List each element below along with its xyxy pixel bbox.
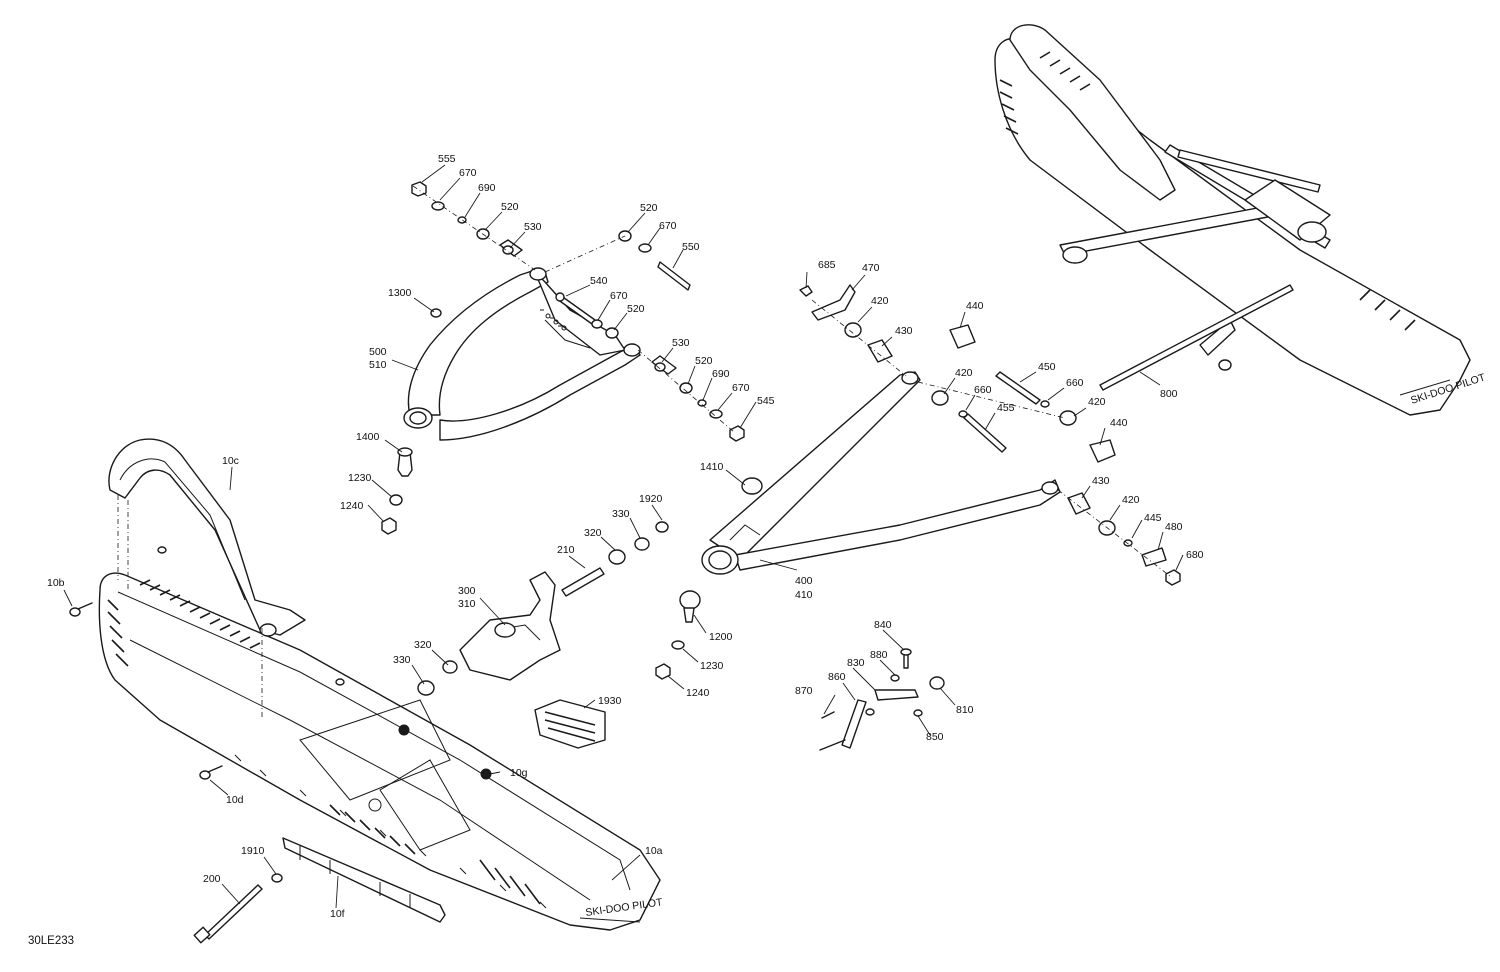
callout-1240: 1240 xyxy=(340,500,364,512)
callout-10f: 10f xyxy=(330,908,345,920)
callout-1910: 1910 xyxy=(241,845,265,857)
callout-1200: 1200 xyxy=(709,631,733,643)
callout-300: 300 xyxy=(458,585,476,597)
callout-550: 550 xyxy=(682,241,700,253)
callout-520: 520 xyxy=(695,355,713,367)
callout-400: 400 xyxy=(795,575,813,587)
callout-520: 520 xyxy=(501,201,519,213)
callout-1410: 1410 xyxy=(700,461,724,473)
callout-690: 690 xyxy=(478,182,496,194)
callout-420: 420 xyxy=(955,367,973,379)
callout-480: 480 xyxy=(1165,521,1183,533)
upper-a-arm-assembly xyxy=(381,181,745,535)
callout-670: 670 xyxy=(459,167,477,179)
callout-670: 670 xyxy=(610,290,628,302)
callout-860: 860 xyxy=(828,671,846,683)
callout-330: 330 xyxy=(393,654,411,666)
callout-1230: 1230 xyxy=(700,660,724,672)
ski-assembly-left: SKI-DOO PILOT xyxy=(69,438,664,944)
callout-420: 420 xyxy=(871,295,889,307)
callout-420: 420 xyxy=(1122,494,1140,506)
callout-200: 200 xyxy=(203,873,221,885)
ski-assembly-right: SKI-DOO PILOT xyxy=(994,24,1487,416)
callout-1240: 1240 xyxy=(686,687,710,699)
lower-a-arm-assembly xyxy=(655,284,1181,680)
callout-10a: 10a xyxy=(645,845,663,857)
callout-545: 545 xyxy=(757,395,775,407)
callout-870: 870 xyxy=(795,685,813,697)
callout-880: 880 xyxy=(870,649,888,661)
callout-410: 410 xyxy=(795,589,813,601)
callout-430: 430 xyxy=(1092,475,1110,487)
callout-520: 520 xyxy=(640,202,658,214)
callout-320: 320 xyxy=(584,527,602,539)
callout-850: 850 xyxy=(926,731,944,743)
callout-660: 660 xyxy=(1066,377,1084,389)
callout-470: 470 xyxy=(862,262,880,274)
callout-510: 510 xyxy=(369,359,387,371)
callout-685: 685 xyxy=(818,259,836,271)
callout-labels: 555 670 690 520 530 520 670 550 540 670 … xyxy=(47,153,1204,920)
callout-10g: 10g xyxy=(510,767,528,779)
callout-520: 520 xyxy=(627,303,645,315)
callout-1230: 1230 xyxy=(348,472,372,484)
callout-500: 500 xyxy=(369,346,387,358)
leader-lines xyxy=(63,164,1184,909)
callout-450: 450 xyxy=(1038,361,1056,373)
callout-430: 430 xyxy=(895,325,913,337)
callout-10d: 10d xyxy=(226,794,244,806)
callout-530: 530 xyxy=(672,337,690,349)
callout-810: 810 xyxy=(956,704,974,716)
spindle-assembly xyxy=(417,521,669,749)
callout-1920: 1920 xyxy=(639,493,663,505)
callout-830: 830 xyxy=(847,657,865,669)
callout-330: 330 xyxy=(612,508,630,520)
callout-420: 420 xyxy=(1088,396,1106,408)
ski-left-hatching xyxy=(107,579,541,905)
callout-440: 440 xyxy=(966,300,984,312)
callout-530: 530 xyxy=(524,221,542,233)
callout-455: 455 xyxy=(997,402,1015,414)
callout-1930: 1930 xyxy=(598,695,622,707)
callout-440: 440 xyxy=(1110,417,1128,429)
callout-690: 690 xyxy=(712,368,730,380)
callout-310: 310 xyxy=(458,598,476,610)
callout-555: 555 xyxy=(438,153,456,165)
callout-670: 670 xyxy=(732,382,750,394)
callout-320: 320 xyxy=(414,639,432,651)
callout-1300: 1300 xyxy=(388,287,412,299)
callout-670: 670 xyxy=(659,220,677,232)
drawing-id: 30LE233 xyxy=(28,935,74,947)
callout-210: 210 xyxy=(557,544,575,556)
callout-800: 800 xyxy=(1160,388,1178,400)
callout-540: 540 xyxy=(590,275,608,287)
callout-680: 680 xyxy=(1186,549,1204,561)
callout-10b: 10b xyxy=(47,577,65,589)
callout-10c: 10c xyxy=(222,455,239,467)
callout-1400: 1400 xyxy=(356,431,380,443)
callout-445: 445 xyxy=(1144,512,1162,524)
callout-840: 840 xyxy=(874,619,892,631)
callout-660: 660 xyxy=(974,384,992,396)
